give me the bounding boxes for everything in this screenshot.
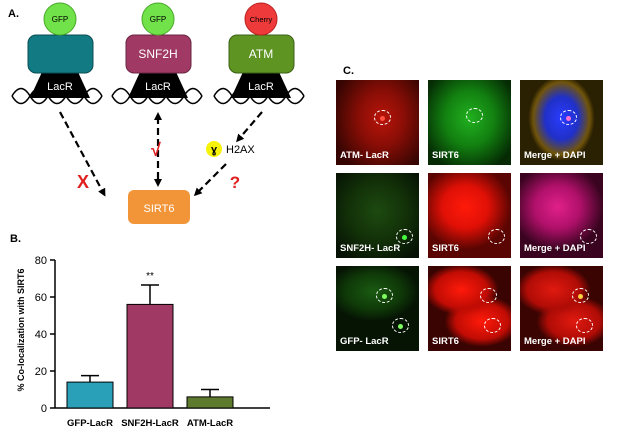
tile-label: GFP- LacR: [340, 336, 389, 347]
tile-label: Merge + DAPI: [524, 243, 586, 254]
tile-label: SIRT6: [432, 336, 459, 347]
bar-gfp-lacr: [66, 381, 114, 409]
lacr-shape: [30, 72, 90, 98]
y-tick-label: 60: [35, 292, 47, 304]
y-tick-label: 0: [41, 403, 47, 415]
focus-spot: [566, 116, 571, 121]
x-tick-label: ATM-LacR: [187, 418, 233, 429]
focus-circle: [572, 288, 589, 303]
focus-spot: [398, 324, 403, 329]
significance-marker: **: [146, 271, 154, 282]
snf2h-box-label: SNF2H: [138, 47, 177, 61]
micrograph-merge-row1: Merge + DAPI: [520, 80, 603, 165]
fusion-box: [27, 34, 94, 74]
lacr-label: LacR: [47, 81, 73, 93]
sirt6-label: SIRT6: [144, 203, 175, 215]
tile-label: SIRT6: [432, 243, 459, 254]
focus-circle: [466, 108, 483, 123]
tile-label: SIRT6: [432, 150, 459, 161]
y-tick-label: 80: [35, 255, 47, 267]
focus-circle: [374, 110, 391, 125]
no-interaction-mark: X: [77, 172, 89, 192]
arrow-h2ax-to-sirt6: [193, 163, 227, 197]
dna-helix: [111, 87, 203, 105]
gfp-tag-circle: [43, 2, 77, 36]
dna-helix: [213, 87, 305, 105]
bar-snf2h-lacr: [126, 303, 174, 409]
focus-circle: [376, 288, 393, 303]
micrograph-merge-row3: Merge + DAPI: [520, 266, 603, 351]
micrograph-sirt6-row3: SIRT6: [428, 266, 511, 351]
cherry-tag-circle: [244, 2, 278, 36]
focus-spot: [578, 294, 583, 299]
focus-circle: [484, 318, 501, 333]
focus-circle: [396, 229, 413, 244]
h2ax-label: H2AX: [226, 144, 255, 156]
sirt6-box: [128, 190, 190, 224]
lacr-shape: [231, 72, 291, 98]
arrow-atm-to-h2ax: [236, 111, 263, 143]
y-tick-label: 40: [35, 329, 47, 341]
focus-circle: [480, 288, 497, 303]
construct-gfp-lacr: LacR GFP: [11, 2, 103, 105]
tile-label: ATM- LacR: [340, 150, 389, 161]
panel-a-letter: A.: [8, 8, 19, 20]
micrograph-snf2h-lacr: SNF2H- LacR: [336, 173, 419, 258]
panel-a-diagram: LacR GFP LacR SNF2H GFP LacR ATM Cherry …: [11, 2, 305, 224]
focus-circle: [580, 229, 597, 244]
tile-label: Merge + DAPI: [524, 336, 586, 347]
construct-atm-lacr: LacR ATM Cherry: [213, 2, 305, 105]
interaction-check-mark: √: [151, 140, 161, 160]
x-tick-label: SNF2H-LacR: [121, 418, 179, 429]
micrograph-gfp-lacr: GFP- LacR: [336, 266, 419, 351]
gfp-tag-label: GFP: [52, 15, 68, 24]
panel-c-letter: C.: [343, 65, 354, 77]
micrograph-merge-row2: Merge + DAPI: [520, 173, 603, 258]
focus-spot: [380, 116, 385, 121]
y-axis-label: % Co-localization with SIRT6: [16, 268, 26, 391]
focus-circle: [560, 110, 577, 125]
micrograph-atm-lacr: ATM- LacR: [336, 80, 419, 165]
gamma-symbol: ɣ: [211, 144, 218, 156]
tile-label: SNF2H- LacR: [340, 243, 401, 254]
gfp-tag-label: GFP: [150, 15, 166, 24]
cherry-tag-label: Cherry: [250, 15, 273, 24]
x-tick-label: GFP-LacR: [67, 418, 113, 429]
focus-spot: [382, 294, 387, 299]
arrow-gfp-to-sirt6: [59, 111, 106, 197]
construct-snf2h-lacr: LacR SNF2H GFP: [111, 2, 203, 105]
focus-circle: [576, 318, 593, 333]
micrograph-sirt6-row2: SIRT6: [428, 173, 511, 258]
bar-chart: % Co-localization with SIRT6 ** 0 20 40 60 8…: [16, 255, 270, 429]
focus-circle: [392, 318, 409, 333]
lacr-shape: [128, 72, 188, 98]
panel-b-letter: B.: [10, 233, 21, 245]
micrograph-sirt6-row1: SIRT6: [428, 80, 511, 165]
gfp-tag-circle: [141, 2, 175, 36]
focus-spot: [402, 235, 407, 240]
tile-label: Merge + DAPI: [524, 150, 586, 161]
bar-atm-lacr: [186, 396, 234, 409]
lacr-label: LacR: [145, 81, 171, 93]
atm-box-label: ATM: [249, 47, 273, 61]
focus-circle: [488, 229, 505, 244]
unknown-interaction-mark: ?: [230, 173, 240, 192]
gamma-h2ax-circle: [206, 141, 222, 157]
dna-helix: [11, 87, 103, 105]
lacr-label: LacR: [248, 81, 274, 93]
y-tick-label: 20: [35, 366, 47, 378]
